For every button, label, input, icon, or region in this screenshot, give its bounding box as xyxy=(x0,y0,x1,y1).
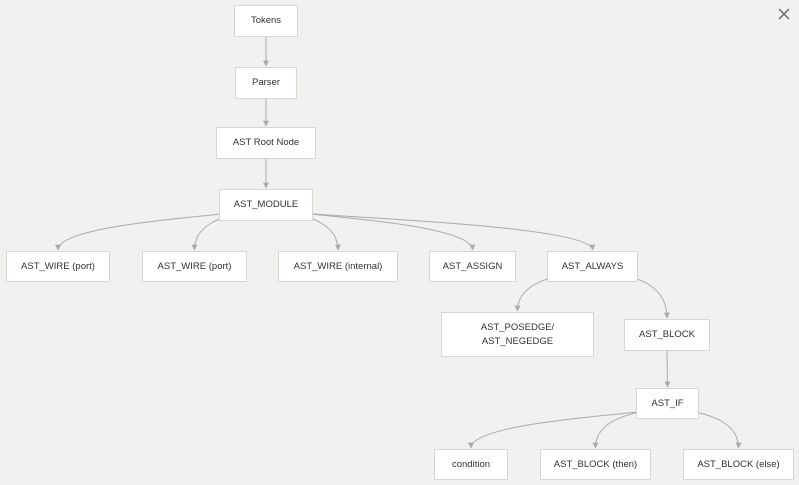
node-ast-block-then: AST_BLOCK (then) xyxy=(540,449,651,480)
node-ast-if: AST_IF xyxy=(636,388,699,419)
node-ast-module: AST_MODULE xyxy=(219,189,313,221)
node-parser: Parser xyxy=(235,67,297,99)
node-ast-assign: AST_ASSIGN xyxy=(429,251,516,282)
node-ast-always: AST_ALWAYS xyxy=(547,251,638,282)
node-ast-root: AST Root Node xyxy=(216,127,316,159)
node-ast-wire-internal: AST_WIRE (internal) xyxy=(278,251,398,282)
edge-module-to-always xyxy=(304,212,596,251)
edge-if-to-condition xyxy=(468,410,645,449)
node-condition: condition xyxy=(434,449,508,480)
node-ast-block-else: AST_BLOCK (else) xyxy=(683,449,794,480)
close-button[interactable] xyxy=(774,4,794,24)
node-ast-wire-port-2: AST_WIRE (port) xyxy=(142,251,247,282)
node-ast-wire-port-1: AST_WIRE (port) xyxy=(6,251,110,282)
close-icon xyxy=(778,8,790,20)
edge-module-to-wire_port_1 xyxy=(55,212,228,251)
node-ast-posedge-negedge: AST_POSEDGE/ AST_NEGEDGE xyxy=(441,312,594,357)
node-ast-block: AST_BLOCK xyxy=(624,319,710,351)
edge-block-to-if xyxy=(664,350,671,388)
node-tokens: Tokens xyxy=(234,5,298,37)
